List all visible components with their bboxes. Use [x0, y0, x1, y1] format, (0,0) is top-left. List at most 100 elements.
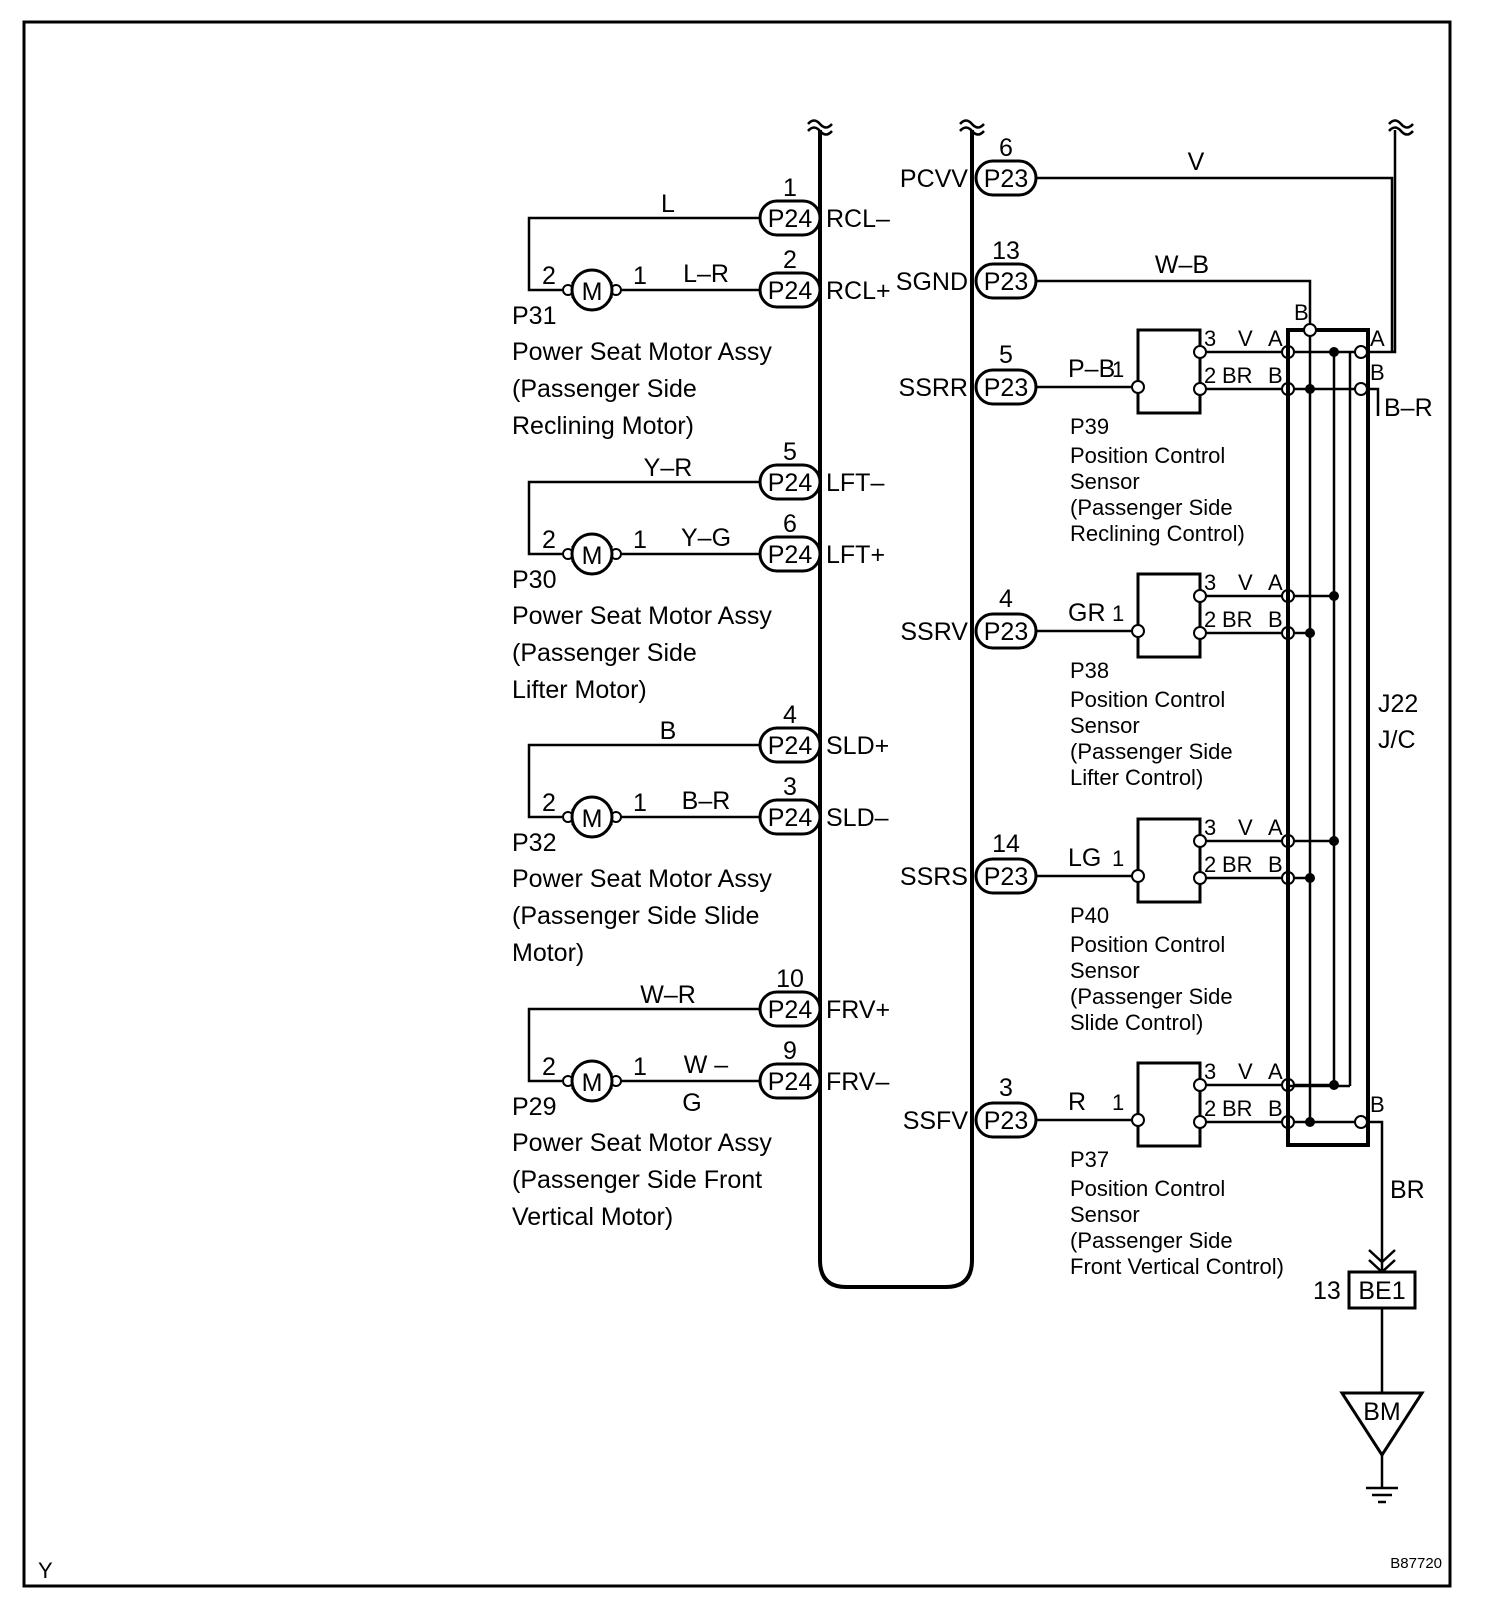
motor-symbol: M [582, 1069, 603, 1097]
wire-top-right [1361, 130, 1397, 354]
sensor-term: SSRR [899, 374, 968, 402]
motor-wire-bottom-color: Y–G [681, 524, 731, 552]
ground-path: BR BE1 13 BM [1313, 1120, 1425, 1504]
sensor-in-terminal [1131, 624, 1145, 638]
junction-b-label: B [1268, 1096, 1283, 1121]
motor-conn-top-shape [758, 463, 822, 501]
power-term: PCVV [900, 165, 968, 193]
motor-term-bottom: RCL+ [826, 277, 891, 305]
motor-desc-line: Reclining Motor) [512, 412, 694, 440]
motor-id: P31 [512, 302, 556, 330]
motor-wire-bottom-color: B–R [682, 787, 731, 815]
motor-desc-line: Power Seat Motor Assy [512, 865, 772, 893]
sensor-wire-b-color: BR [1222, 1096, 1253, 1121]
sensor-pin: 5 [999, 341, 1013, 369]
sensor-wire-a-color: V [1238, 326, 1253, 351]
junction-b-label: B [1268, 852, 1283, 877]
motor-term-top: SLD+ [826, 732, 889, 760]
sensor-desc-line: (Passenger Side [1070, 1228, 1233, 1253]
sensor-pin: 4 [999, 585, 1013, 613]
motor-id: P32 [512, 829, 556, 857]
motor-symbol: M [582, 805, 603, 833]
motor-conn-bottom-shape [758, 1062, 822, 1100]
power-pin: 13 [992, 237, 1020, 265]
sensor-in-terminal [1131, 869, 1145, 883]
sensor-wire-color: GR [1068, 599, 1106, 627]
power-pin: 6 [999, 134, 1013, 162]
sensor-conn-label: P23 [984, 1107, 1028, 1135]
motor-desc-line: (Passenger Side Slide [512, 902, 759, 930]
sensor-pin1: 1 [1112, 846, 1124, 871]
ground-connector-label: BE1 [1358, 1277, 1405, 1305]
sensor-wire-color: P–B [1068, 355, 1115, 383]
sensor-desc-line: Sensor [1070, 713, 1140, 738]
motor-pin-bottom: 6 [783, 510, 797, 538]
motor-pin-left: 2 [542, 1053, 556, 1081]
power-conn-label: P23 [984, 268, 1028, 296]
junction-b-label: B [1268, 363, 1283, 388]
motor-icon [570, 1059, 614, 1103]
motor-pin-right: 1 [633, 262, 647, 290]
motor-conn-bottom-label: P24 [768, 1068, 813, 1096]
motor-wire-bottom-color: W – [684, 1051, 729, 1079]
sensor-desc-line: Lifter Control) [1070, 765, 1203, 790]
motor-term-bottom: SLD– [826, 804, 889, 832]
sensor-in-terminal [1131, 380, 1145, 394]
motor-desc-line: (Passenger Side [512, 639, 697, 667]
power-wire [1036, 176, 1394, 352]
motor-wire-top-color: L [661, 190, 675, 218]
sensor-wire-a-color: V [1238, 815, 1253, 840]
sensor-body [1136, 328, 1202, 415]
junction-a-label: A [1268, 570, 1283, 595]
motor-wire-top [527, 480, 760, 556]
sensor-wire-color: R [1068, 1088, 1086, 1116]
motor-term-top: RCL– [826, 205, 890, 233]
motor-icon [570, 532, 614, 576]
motor-conn-top-shape [758, 726, 822, 764]
sensor-body [1136, 572, 1202, 659]
sensor-pin: 3 [999, 1074, 1013, 1102]
sensor-term: SSRV [900, 618, 968, 646]
motor-icon [570, 268, 614, 312]
sensor-id: P40 [1070, 903, 1109, 928]
sensor-desc-line: (Passenger Side [1070, 984, 1233, 1009]
motor-wire-top-color: W–R [640, 981, 696, 1009]
sensor-wire-b-color: BR [1222, 852, 1253, 877]
junction-a-label: A [1268, 326, 1283, 351]
sensor-desc-line: Front Vertical Control) [1070, 1254, 1284, 1279]
ground-point-label: BM [1363, 1398, 1401, 1426]
motor-conn-top-label: P24 [768, 205, 813, 233]
motor-wire-top [527, 743, 760, 819]
motor-desc-line: Lifter Motor) [512, 676, 647, 704]
motor-wire-top [527, 1007, 760, 1083]
sensor-pin-b: 2 [1204, 852, 1216, 877]
motor-wire-top-color: Y–R [644, 454, 693, 482]
motor-conn-top-shape [758, 199, 822, 237]
motor-desc-line: (Passenger Side [512, 375, 697, 403]
wire-out-color: BR [1390, 1176, 1425, 1204]
power-wire-color: W–B [1155, 251, 1209, 279]
sensor-wire-b-color: BR [1222, 607, 1253, 632]
motor-conn-bottom-shape [758, 798, 822, 836]
sensor-conn-label: P23 [984, 863, 1028, 891]
junction-bottom-right-label: B [1370, 1092, 1385, 1117]
motor-pin-bottom: 9 [783, 1037, 797, 1065]
motor-conn-bottom-shape [758, 271, 822, 309]
sensor-desc-line: Position Control [1070, 1176, 1225, 1201]
motor-pin-bottom: 2 [783, 246, 797, 274]
sensor-desc-line: Position Control [1070, 932, 1225, 957]
figure-code: B87720 [1390, 1555, 1442, 1572]
motor-term-bottom: FRV– [826, 1068, 890, 1096]
motor-conn-top-label: P24 [768, 469, 813, 497]
motor-pin-bottom: 3 [783, 773, 797, 801]
motor-icon [570, 795, 614, 839]
sensor-term: SSRS [900, 863, 968, 891]
